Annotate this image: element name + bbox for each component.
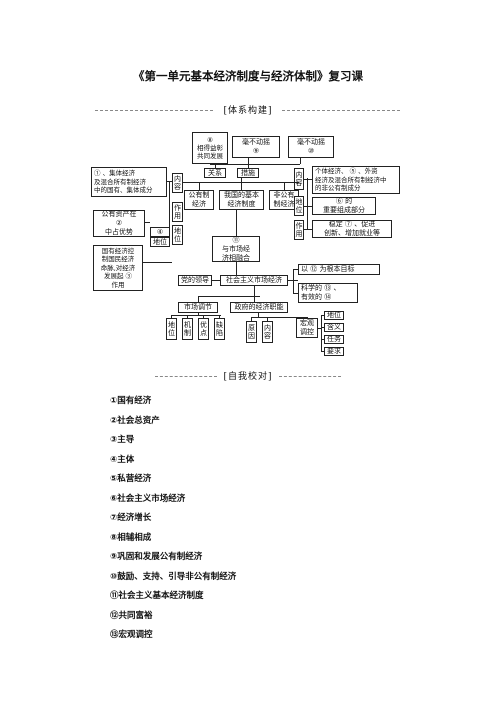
label-position-right: 地 位 [294,196,304,216]
label-measures: 措施 [237,168,259,178]
node-11: ⑪ 与市场经 济相融合 [212,236,260,262]
basic-system-node: 我国的基本 经济制度 [219,190,264,210]
answer-item: ⑩鼓励、支持、引导非公有制经济 [110,571,237,582]
left-effect-box: 国有经济控 制国民经济 命脉,对经济 发展起 ③ 作用 [93,245,143,291]
market-mechanism: 机 制 [182,318,193,340]
label-effect-left: 作 用 [172,202,183,222]
right-content-box: 个体经济、 ⑤ 、外资 经济及混合所有制经济中 的非公有制成分 [312,166,400,194]
answer-item: ④主体 [110,454,135,465]
answer-item: ②社会总资产 [110,415,160,426]
macro-requirement: 要求 [324,347,344,356]
right-effect-box: 稳定 ⑦ 、促进 创新、增加就业等 [312,220,392,238]
node-9: 毫不动摇 ⑨ [232,136,280,158]
answer-item: ③主导 [110,435,135,445]
market-defect: 缺 陷 [214,318,225,340]
market-adjust-node: 市场调节 [178,302,218,313]
answer-item: ①国有经济 [110,396,152,406]
label-content-right: 内 容 [294,168,304,190]
macro-position: 地位 [324,311,344,320]
answer-item: ⑪社会主义基本经济制度 [110,591,204,601]
page-title: 《第一单元基本经济制度与经济体制》复习课 [133,69,363,83]
section-header-check: [自我校对] [0,369,496,383]
node-8: ⑧ 相得益彰 共同发展 [192,132,228,164]
market-position: 地 位 [166,318,177,340]
gov-content: 内 容 [262,321,273,343]
answer-list: ①国有经济 ②社会总资产 ③主导 ④主体 ⑤私营经济 ⑥社会主义市场经济 ⑦经济… [110,392,236,646]
effective-box: 科学的 ⑬ 、 有效的 ⑭ [298,283,358,303]
answer-item: ⑫共同富裕 [110,610,153,621]
label-relation: 关系 [204,168,226,178]
gov-function-node: 政府的经济职能 [230,302,288,313]
answer-item: ⑧相辅相成 [110,532,152,543]
answer-item: ⑥社会主义市场经济 [110,493,186,504]
gov-reason: 原 因 [246,321,257,343]
section-label-check: [自我校对] [223,372,273,382]
label-position-vertical: 地 位 [172,225,183,245]
left-content-box: ① 、集体经济 及混合所有制经济 中的国有、集体成分 [91,167,167,197]
answer-item: ⑬宏观调控 [110,630,153,640]
section-label-structure: [体系构建] [223,106,273,116]
label-content-left: 内 容 [172,173,183,193]
market-advantage: 优 点 [198,318,209,340]
label-position-left: 地位 [150,237,170,247]
left-asset-box: 公有资产在 ② 中占优势 [93,210,145,237]
macro-meaning: 含义 [324,323,344,332]
node-4: ④ [150,227,170,237]
right-position-box: ⑥ 的 重要组成部分 [312,197,376,215]
public-ownership-node: 公有制 经济 [184,190,214,210]
answer-item: ⑤私营经济 [110,474,152,484]
goal-box: 以 ⑫ 为根本目标 [298,264,380,275]
macro-task: 任务 [324,335,344,344]
label-effect-right: 作 用 [294,220,304,240]
node-10: 毫不动摇 ⑩ [288,136,334,158]
macro-control-node: 宏观 调控 [296,318,318,338]
answer-item: ⑦经济增长 [110,513,152,523]
answer-item: ⑨巩固和发展公有制经济 [110,552,203,562]
section-header-structure: [体系构建] [0,103,496,117]
market-economy-node: 社会主义市场经济 [220,275,288,286]
party-leadership-node: 党的领导 [178,275,212,286]
